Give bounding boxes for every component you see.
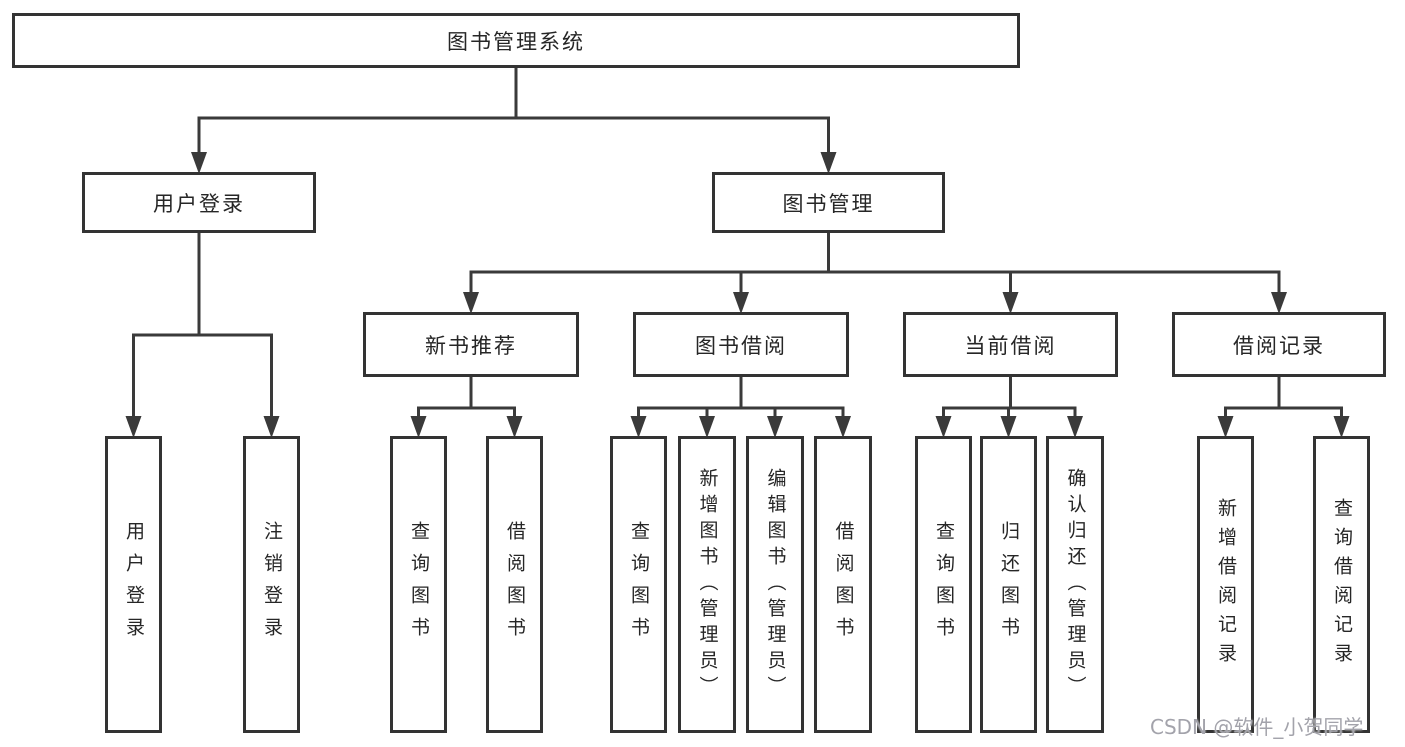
node-br-query-record: 查询借阅记录 — [1313, 436, 1370, 733]
node-label: 借阅记录 — [1233, 333, 1325, 358]
node-nbr-borrow-books: 借阅图书 — [486, 436, 543, 733]
node-ul-login: 用户登录 — [105, 436, 162, 733]
node-label: 用户登录 — [123, 520, 145, 649]
node-label: 查询图书 — [628, 520, 650, 649]
watermark: CSDN @软件_小贺同学 — [1150, 715, 1364, 739]
node-label: 查询图书 — [408, 520, 430, 649]
node-cb-return-books: 归还图书 — [980, 436, 1037, 733]
node-new-book-rec: 新书推荐 — [363, 312, 579, 377]
node-label: 注销登录 — [261, 520, 283, 649]
node-cb-query-books: 查询图书 — [915, 436, 972, 733]
node-label: 确认归还（管理员） — [1064, 467, 1087, 702]
node-root: 图书管理系统 — [12, 13, 1020, 68]
node-label: 图书借阅 — [695, 333, 787, 358]
node-user-login: 用户登录 — [82, 172, 316, 233]
node-current-borrow: 当前借阅 — [903, 312, 1118, 377]
node-label: 图书管理 — [782, 191, 875, 216]
node-label: 查询借阅记录 — [1331, 497, 1353, 672]
node-label: 用户登录 — [153, 191, 245, 216]
node-bb-query-books: 查询图书 — [610, 436, 667, 733]
node-bb-add-books: 新增图书（管理员） — [678, 436, 736, 733]
node-cb-confirm-return: 确认归还（管理员） — [1046, 436, 1104, 733]
node-bb-borrow-books: 借阅图书 — [814, 436, 872, 733]
node-ul-logout: 注销登录 — [243, 436, 300, 733]
node-label: 当前借阅 — [964, 333, 1057, 358]
node-label: 编辑图书（管理员） — [764, 467, 787, 702]
node-label: 图书管理系统 — [447, 29, 585, 54]
node-book-mgmt: 图书管理 — [712, 172, 945, 233]
node-br-add-record: 新增借阅记录 — [1197, 436, 1254, 733]
node-nbr-query-books: 查询图书 — [390, 436, 447, 733]
node-book-borrow: 图书借阅 — [633, 312, 849, 377]
node-borrow-records: 借阅记录 — [1172, 312, 1386, 377]
node-label: 查询图书 — [933, 520, 955, 649]
node-label: 新增借阅记录 — [1215, 497, 1237, 672]
node-label: 借阅图书 — [504, 520, 526, 649]
node-bb-edit-books: 编辑图书（管理员） — [746, 436, 804, 733]
node-label: 新书推荐 — [425, 333, 517, 358]
node-label: 归还图书 — [998, 520, 1020, 649]
node-label: 借阅图书 — [832, 520, 855, 649]
node-label: 新增图书（管理员） — [696, 467, 719, 702]
